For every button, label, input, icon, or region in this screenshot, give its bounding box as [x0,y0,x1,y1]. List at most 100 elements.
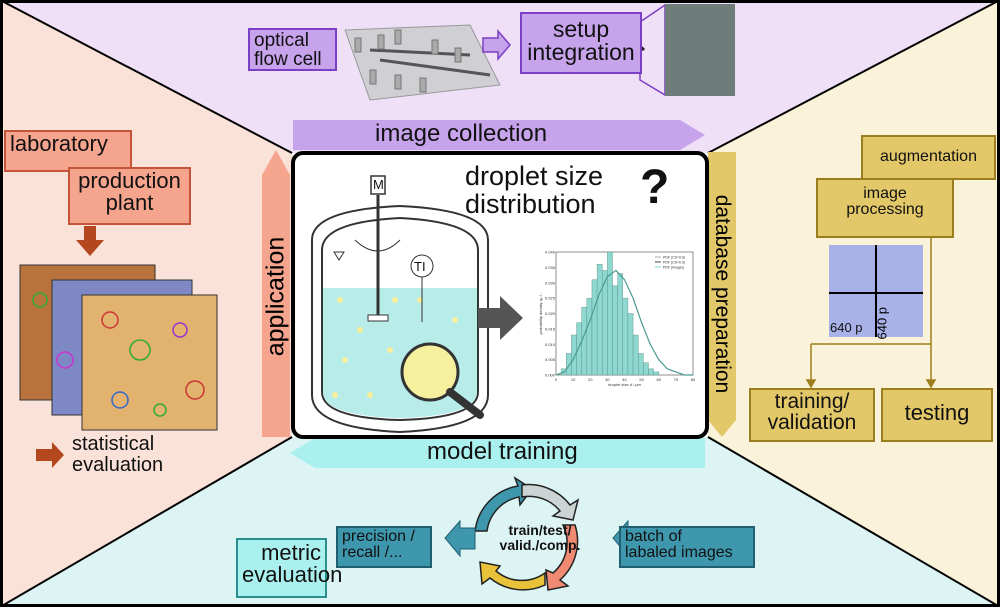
droplet-size-histogram: 0 10 20 30 40 50 60 70 80 0.000 0.005 0.010 0.015 0.0… [538,250,696,388]
y-axis-label: probability density q₀ / - [538,292,543,334]
precision-recall-box: precision /recall /... [336,526,432,568]
histogram-bar [617,273,623,376]
application-label: application [261,236,290,357]
x-tick-label: 20 [588,377,593,382]
histogram-bar [638,353,644,376]
y-tick-label: 0.020 [545,311,556,316]
database-preparation-label: database preparation [711,194,734,394]
optical-flow-cell-label: flow cell [254,49,322,71]
arrow-right-icon [482,28,511,62]
arrow-left-icon [444,519,476,558]
histogram-bar [622,297,629,376]
histogram-bar [586,297,593,376]
plant-label: plant [105,190,154,216]
laboratory-box: laboratory [4,130,132,172]
training-validation-box: training/validation [749,388,875,442]
integration-label: integration [527,39,635,66]
histogram-bar [653,371,659,376]
x-tick-label: 70 [674,377,679,382]
testing-box: testing [881,388,993,442]
y-tick-label: 0.015 [545,326,556,331]
setup-label: setup [552,16,610,42]
histogram-bar [581,307,588,376]
model-training-label: model training [427,438,578,465]
pdf-curve [555,269,693,376]
histogram-bar [612,285,618,376]
cycle-label: train/test/valid./comp. [490,523,590,552]
legend-entry: PDF (image)) [663,266,684,270]
histogram-bar [596,264,603,376]
x-tick-label: 60 [657,377,662,382]
histogram-bar [607,251,613,376]
statistical-label: statistical [72,433,155,455]
microscope-image [665,4,735,96]
arrow-down-icon [76,226,104,256]
cycle-line-1: train/test/ [508,522,572,538]
augmentation-box: augmentation [861,135,996,180]
droplet-image-3 [81,294,218,431]
x-axis-label: droplet size d / µm [608,382,641,387]
histogram-bar [632,334,639,376]
histogram-bar [591,279,598,376]
title-line-2: distribution [465,189,596,220]
arrow-right-icon [36,442,64,468]
legend-entry: PDF (CS=0.9) [663,261,685,265]
y-tick-label: 0.025 [545,296,556,301]
flow-cell-illustration [344,24,501,101]
y-tick-label: 0.005 [545,357,556,362]
metric-label: metric [261,540,321,565]
production-label: production [78,168,181,193]
training-cycle-icon [474,476,580,591]
x-tick-label: 40 [622,377,627,382]
model-training-band [290,438,705,468]
y-tick-label: 0.040 [545,250,556,255]
y-tick-label: 0.030 [545,280,556,285]
evaluation-label: evaluation [242,562,343,588]
histogram-bar [648,368,654,376]
image-label: image [863,185,907,202]
magnifier-icon [400,342,460,402]
width-dimension-label: 640 p [830,320,863,335]
motor-label: M [373,177,384,192]
x-tick-label: 0 [555,377,558,382]
question-mark: ? [640,161,670,214]
precision-label: precision / [342,528,415,545]
sensor-label: TI [414,259,426,274]
cycle-line-2: valid./comp. [499,536,581,553]
arrow-right-icon [478,296,523,340]
y-tick-label: 0.035 [545,265,556,270]
application-band [262,150,290,437]
recall-label: recall /... [342,544,403,562]
x-tick-label: 50 [639,377,644,382]
labeled-images-label: labaled images [625,544,733,562]
y-tick-label: 0.010 [545,342,556,347]
processing-label: processing [846,201,924,219]
histogram-bar [627,313,634,376]
x-tick-label: 30 [605,377,610,382]
x-tick-label: 80 [691,377,696,382]
title-line-1: droplet size [465,161,604,191]
legend-entry: PDF (CS=0.6) [663,256,685,260]
database-preparation-band [708,152,736,437]
histogram-bar [576,322,582,376]
height-dimension-label: 640 p [874,306,890,340]
evaluation-label: evaluation [72,454,164,476]
stirred-tank-illustration [311,175,489,434]
image-collection-label: image collection [375,120,548,147]
y-tick-label: 0.000 [545,373,556,378]
validation-label: validation [767,411,857,435]
training-label: training/ [774,390,850,413]
x-tick-label: 10 [571,377,576,382]
histogram-bar [643,362,649,376]
image-collection-band [293,120,705,150]
batch-label: batch of [625,528,682,545]
